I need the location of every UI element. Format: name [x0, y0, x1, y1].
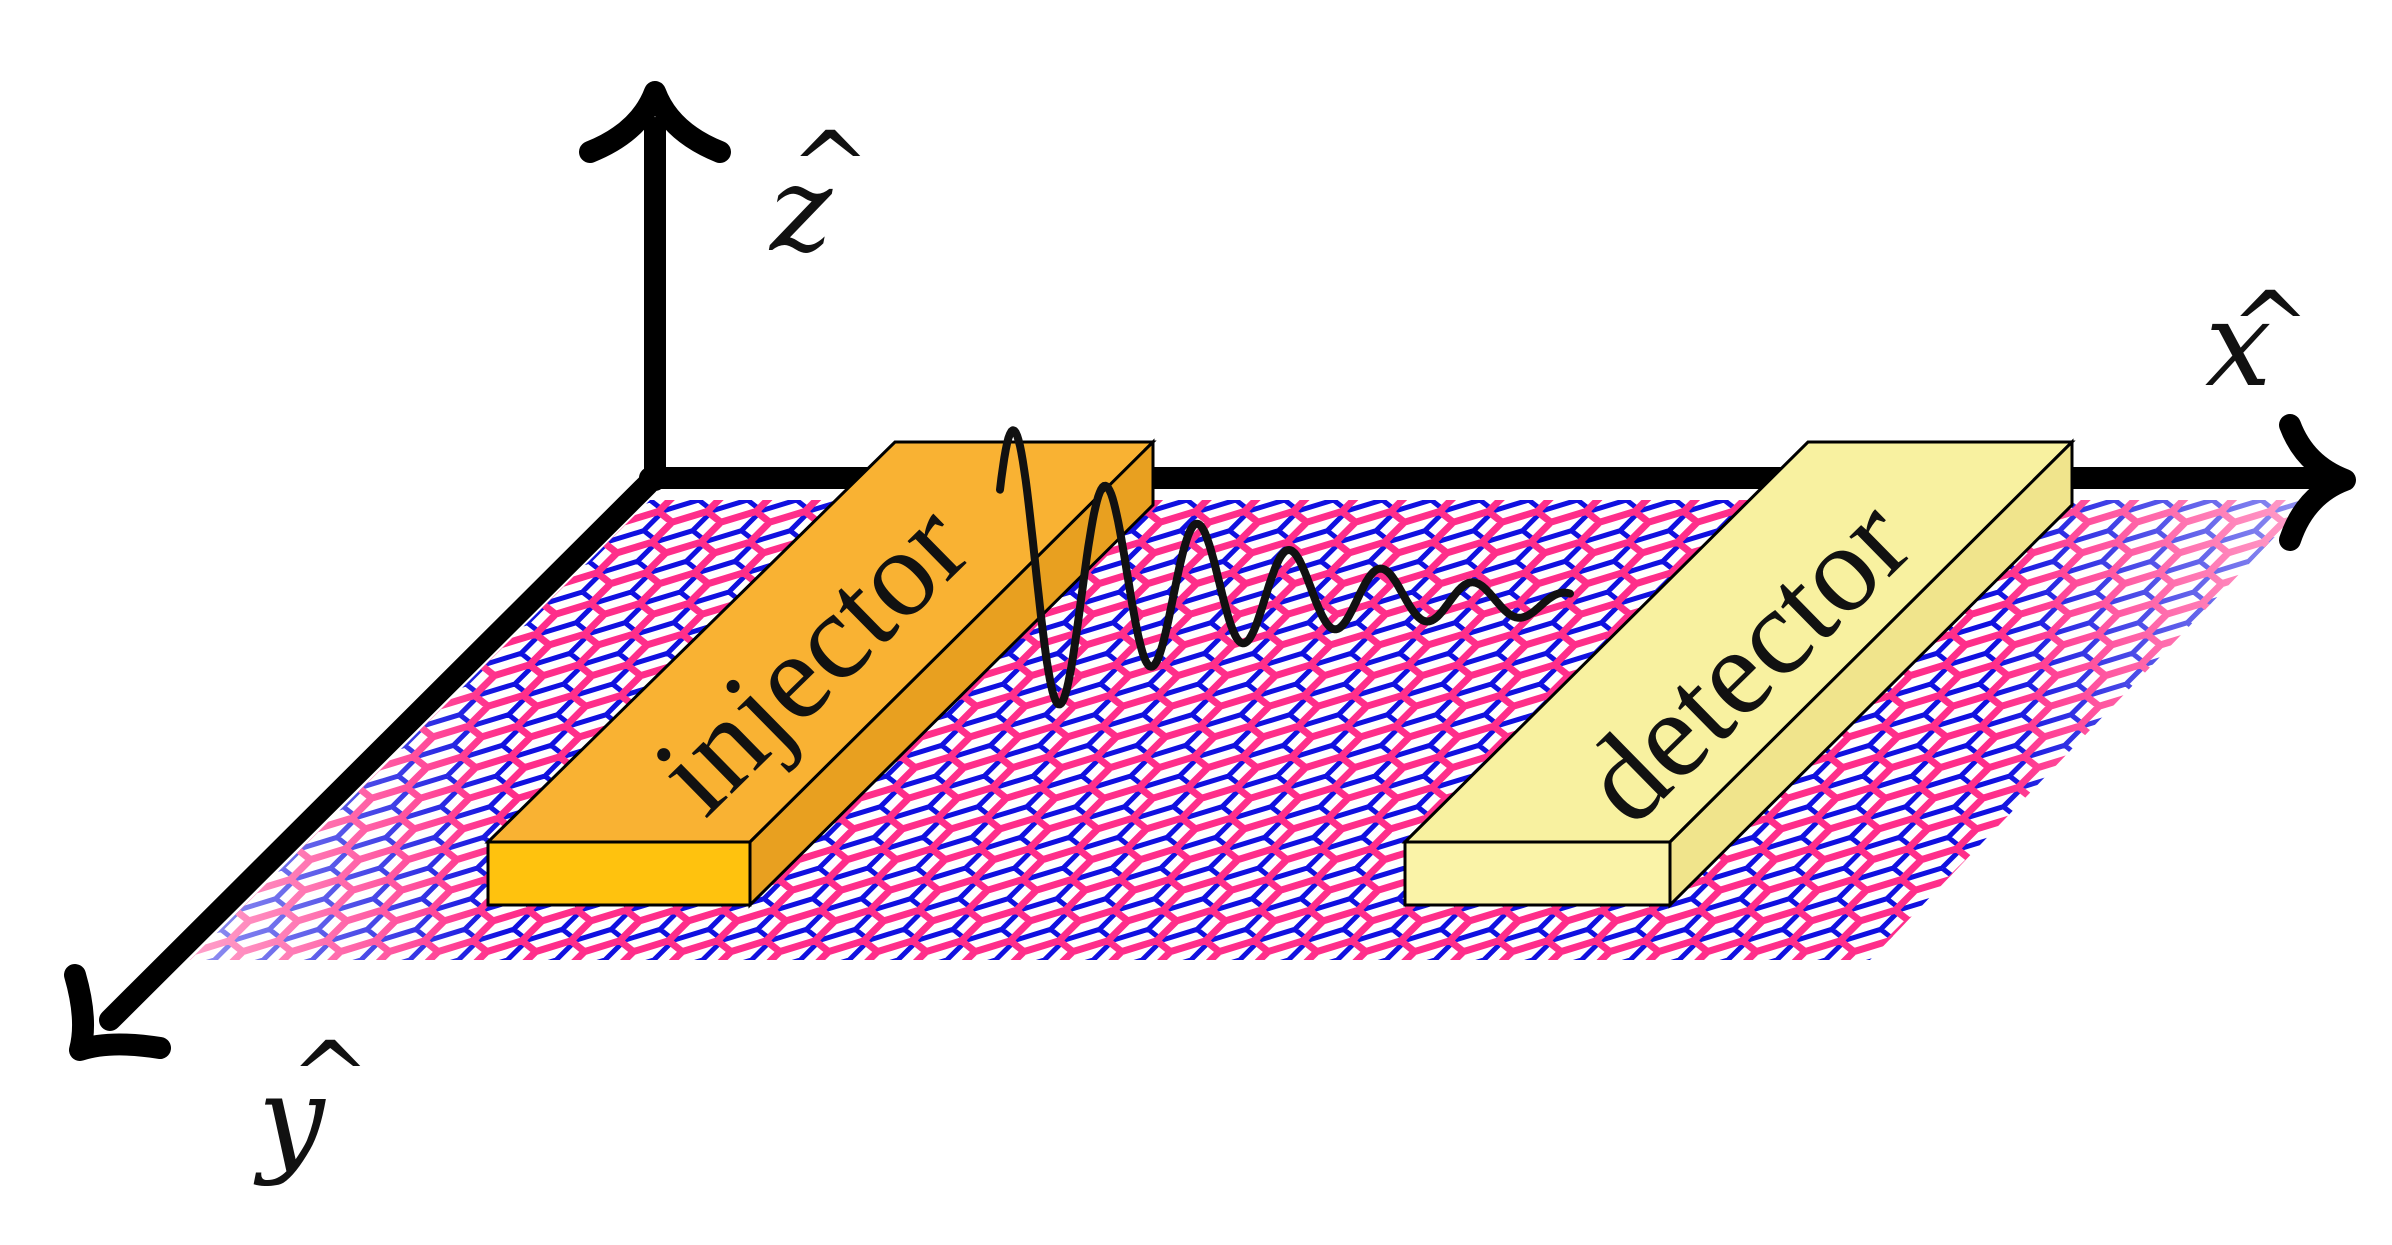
injector-side-face	[748, 438, 1155, 909]
x-axis-arrowhead	[2279, 414, 2356, 551]
z-label-text: z	[768, 140, 833, 278]
x-axis-label: ^ x	[2205, 271, 2310, 413]
spin-wave-packet	[996, 426, 1574, 709]
y-label-text: y	[253, 1050, 326, 1188]
y-axis-arrowhead	[64, 964, 171, 1061]
injector-front-face	[486, 840, 752, 907]
z-hat: ^	[790, 111, 870, 223]
detector-front-face	[1403, 840, 1672, 907]
detector-side-face	[1668, 438, 2074, 909]
x-hat: ^	[2230, 271, 2310, 383]
z-axis-arrowhead	[579, 81, 731, 163]
y-axis-label: ^ y	[253, 1021, 370, 1188]
injector-bar: injector	[484, 438, 1157, 909]
y-hat: ^	[290, 1021, 370, 1133]
z-axis-label: ^ z	[768, 111, 870, 278]
y-axis-line	[99, 473, 659, 1031]
x-label-text: x	[2205, 275, 2272, 413]
